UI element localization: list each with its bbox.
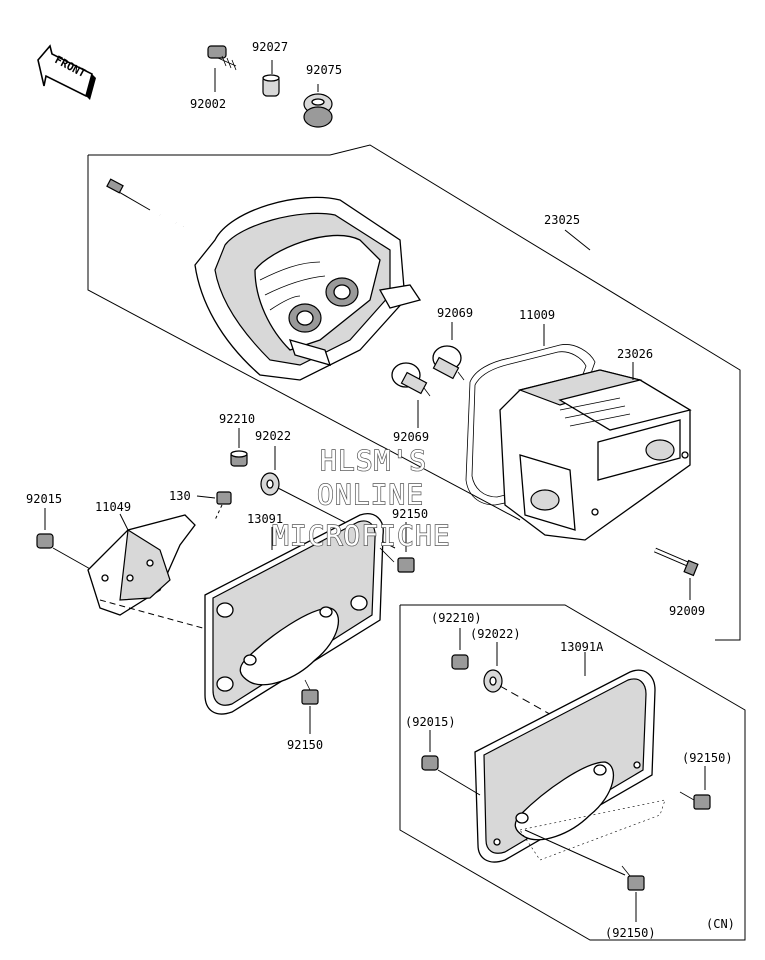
- front-arrow-icon: FRONT: [37, 44, 96, 100]
- bolt-92150-lower: [301, 679, 319, 705]
- label-13091: 13091: [247, 512, 283, 526]
- license-plate-bracket-13091: [204, 513, 384, 715]
- label-92027: 92027: [252, 40, 288, 54]
- bolt-92150-upper: [379, 547, 415, 573]
- bolt-92210: [230, 450, 248, 467]
- screw-92009: [654, 547, 699, 577]
- label-cn-92150-right: (92150): [682, 751, 733, 765]
- cn-license-plate-bracket-13091A: [474, 669, 666, 863]
- label-92069-lower: 92069: [393, 430, 429, 444]
- label-23025: 23025: [544, 213, 580, 227]
- watermark-line-1: HLSM'S: [320, 444, 427, 477]
- cn-bolt-92150-right: [679, 791, 711, 810]
- label-cn-92015: (92015): [405, 715, 456, 729]
- label-92150-lower: 92150: [287, 738, 323, 752]
- cn-bolt-92015: [421, 755, 439, 771]
- label-cn: (CN): [706, 917, 735, 931]
- label-92075: 92075: [306, 63, 342, 77]
- label-92210: 92210: [219, 412, 255, 426]
- cn-bolt-92150-lower: [621, 865, 645, 891]
- bracket-11049: [87, 514, 196, 616]
- cn-bolt-92210: [451, 654, 469, 670]
- bolt-92002: [207, 45, 237, 71]
- label-cn-13091A: 13091A: [560, 640, 604, 654]
- label-130: 130: [169, 489, 191, 503]
- assembly-boundary-23025: [88, 144, 741, 641]
- bulb-92069-lower: [391, 362, 431, 397]
- label-11049: 11049: [95, 500, 131, 514]
- taillight-lens-23026: [499, 369, 692, 541]
- grommet-92075: [303, 93, 333, 128]
- cn-washer-92022: [483, 669, 503, 693]
- bolt-92015: [36, 533, 54, 549]
- label-92022: 92022: [255, 429, 291, 443]
- label-cn-92210: (92210): [431, 611, 482, 625]
- label-23026: 23026: [617, 347, 653, 361]
- label-92002: 92002: [190, 97, 226, 111]
- cn-boundary: [399, 604, 746, 941]
- bolt-130: [216, 491, 232, 505]
- label-92069-upper: 92069: [437, 306, 473, 320]
- label-92009: 92009: [669, 604, 705, 618]
- washer-92022: [260, 472, 280, 496]
- label-92015: 92015: [26, 492, 62, 506]
- bulb-92069-upper: [432, 345, 465, 381]
- label-cn-92150-lower: (92150): [605, 926, 656, 940]
- taillight-housing-23025: [106, 178, 422, 381]
- label-92150-upper: 92150: [392, 507, 428, 521]
- label-11009: 11009: [519, 308, 555, 322]
- watermark-line-2: ONLINE: [317, 478, 424, 511]
- watermark-line-3: MICROFICHE: [272, 519, 451, 552]
- label-cn-92022: (92022): [470, 627, 521, 641]
- collar-92027: [262, 74, 280, 97]
